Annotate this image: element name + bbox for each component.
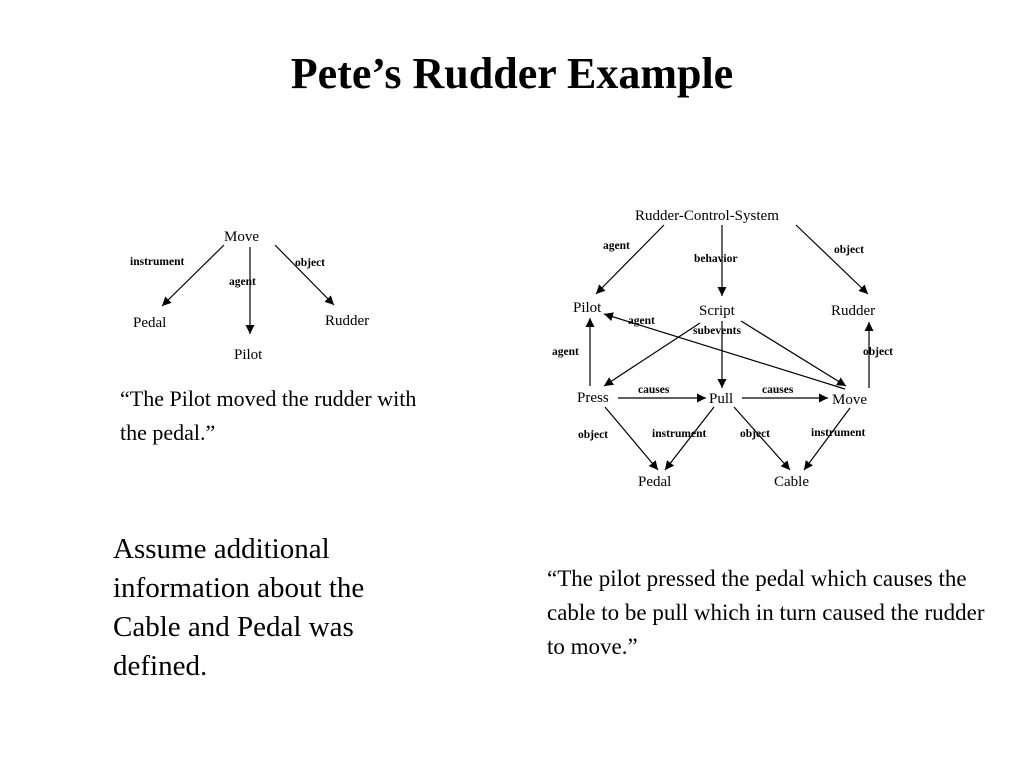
node-move: Move: [224, 229, 259, 245]
edge-label-move-instrument: instrument: [811, 427, 865, 439]
edge-label-pull-instrument: instrument: [652, 428, 706, 440]
edge-script-move: [740, 320, 847, 387]
node-rudder-control-system: Rudder-Control-System: [635, 208, 779, 224]
node-rudder: Rudder: [831, 303, 875, 319]
node-pull: Pull: [709, 391, 733, 407]
quote-simple: “The Pilot moved the rudder with the ped…: [120, 386, 417, 445]
edge-label-move-object: object: [863, 346, 893, 358]
node-move: Move: [832, 392, 867, 408]
edge-label-rcs-object: object: [834, 244, 864, 256]
edge-label-object: object: [295, 257, 325, 269]
edge-label-press-object: object: [578, 429, 608, 441]
node-script: Script: [699, 303, 736, 319]
edge-label-agent: agent: [229, 276, 256, 288]
edge-label-rcs-agent: agent: [603, 240, 630, 252]
edge-label-causes-2: causes: [762, 384, 794, 396]
edge-label-behavior: behavior: [694, 253, 737, 265]
node-press: Press: [577, 390, 609, 406]
node-rudder: Rudder: [325, 313, 369, 329]
node-cable: Cable: [774, 474, 809, 490]
edge-label-instrument: instrument: [130, 256, 184, 268]
edge-label-causes-1: causes: [638, 384, 670, 396]
node-pilot: Pilot: [234, 347, 263, 363]
edge-move-rudder: [274, 244, 335, 306]
slide-title: Pete’s Rudder Example: [290, 49, 734, 98]
edge-rcs-rudder: [795, 224, 869, 295]
node-pedal: Pedal: [133, 315, 166, 331]
node-pilot: Pilot: [573, 300, 602, 316]
edge-label-script-agent: agent: [628, 315, 655, 327]
edge-script-press: [603, 322, 701, 387]
node-pedal: Pedal: [638, 474, 671, 490]
edge-press-pedal: [604, 406, 659, 471]
edge-move-pilot: [603, 312, 846, 390]
edge-label-pull-object: object: [740, 428, 770, 440]
assumption-note: Assume additional information about the …: [113, 533, 365, 682]
edge-move-cable: [803, 407, 851, 471]
edge-move-pedal: [161, 244, 225, 307]
edge-pull-cable: [733, 406, 791, 471]
quote-complex: “The pilot pressed the pedal which cause…: [547, 566, 985, 659]
edge-rcs-pilot: [595, 224, 665, 295]
edge-label-subevents: subevents: [693, 325, 741, 337]
edge-label-press-agent: agent: [552, 346, 579, 358]
edge-pull-pedal: [664, 406, 715, 471]
